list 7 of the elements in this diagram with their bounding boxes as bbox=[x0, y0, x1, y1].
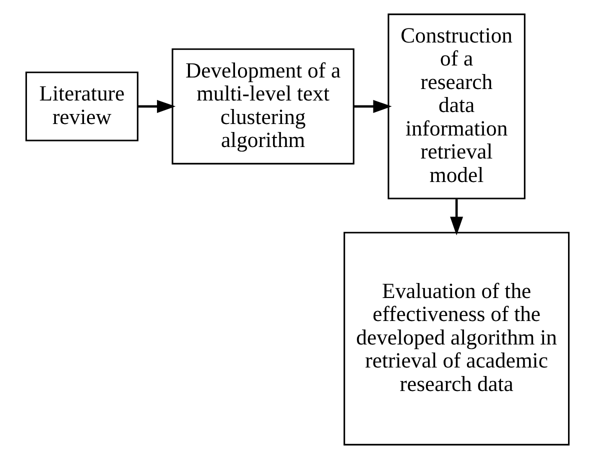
node-box: Evaluation of the effectiveness of the developed algorithm in retrieval of academic research data bbox=[344, 232, 570, 446]
arrow bbox=[138, 100, 176, 113]
node-box: Construction of a research data information retrieval model bbox=[388, 14, 526, 200]
arrow bbox=[354, 100, 392, 113]
node-box: Literature review bbox=[25, 72, 138, 142]
node-box: Development of a multi-level text clustering algorithm bbox=[172, 48, 354, 164]
arrow bbox=[450, 199, 464, 236]
